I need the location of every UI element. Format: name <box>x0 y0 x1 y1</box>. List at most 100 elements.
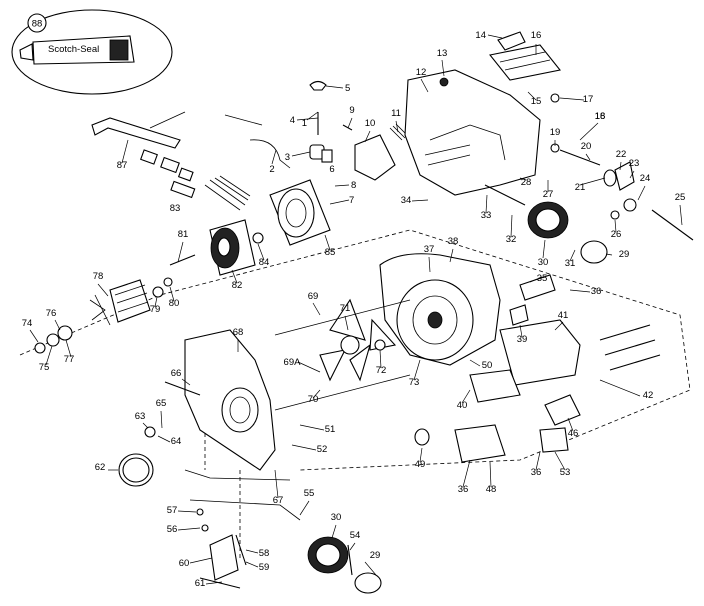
part-number-24: 24 <box>640 173 651 184</box>
leader-line <box>97 283 109 297</box>
part-number-12: 12 <box>416 67 427 78</box>
leader-line <box>605 253 613 256</box>
leader-line <box>489 461 492 488</box>
bracket-35 <box>519 274 556 301</box>
leader-line <box>331 524 337 539</box>
nut-72 <box>374 339 386 351</box>
leader-line <box>169 286 175 302</box>
part-number-51: 51 <box>325 424 336 435</box>
clip-57 <box>196 508 204 516</box>
leader-line <box>160 410 163 429</box>
part-number-14: 14 <box>475 30 486 41</box>
upper-housing <box>404 69 541 196</box>
switch-parts <box>309 80 409 181</box>
wheel-30-front-hub <box>315 543 341 567</box>
rod-33 <box>484 184 526 206</box>
leader-line <box>271 149 277 165</box>
part-number-31: 31 <box>565 258 576 269</box>
part-number-61: 61 <box>195 578 206 589</box>
leader-line <box>527 91 537 101</box>
part-number-60: 60 <box>179 558 190 569</box>
bolt-25 <box>651 209 694 241</box>
part-number-64: 64 <box>171 436 182 447</box>
leader-line <box>154 296 158 308</box>
callout-badge-text: 88 <box>32 19 43 30</box>
part-number-83: 83 <box>170 203 181 214</box>
part-number-11: 11 <box>391 108 401 119</box>
tube-cap <box>19 43 34 61</box>
part-number-29b: 29 <box>370 550 381 561</box>
part-number-48: 48 <box>486 484 497 495</box>
sealant-tube: Scotch-Seal <box>19 35 135 65</box>
armature-core <box>109 279 151 323</box>
part-number-28: 28 <box>521 177 532 188</box>
part-number-42: 42 <box>643 390 654 401</box>
leader-line <box>529 276 543 283</box>
part-number-50: 50 <box>482 360 493 371</box>
rear-wheel <box>527 201 608 264</box>
fan-guide-top <box>274 299 411 336</box>
leader-line <box>231 269 238 284</box>
part-number-59: 59 <box>259 562 270 573</box>
part-number-17: 17 <box>583 94 594 105</box>
part-number-46: 46 <box>568 428 579 439</box>
cord-lead <box>249 139 291 169</box>
housing-vents <box>424 144 471 166</box>
grommet-d <box>170 180 196 199</box>
part-number-79: 79 <box>150 304 161 315</box>
leader-line <box>177 527 201 531</box>
bracket-39 <box>509 304 529 326</box>
tube-label: Scotch-Seal <box>48 44 99 55</box>
housing-rib <box>429 124 506 161</box>
cover-parts <box>489 31 561 103</box>
leader-line <box>291 444 317 451</box>
leader-line <box>245 549 259 554</box>
leader-line <box>413 359 421 381</box>
part-number-1: 1 <box>302 118 307 129</box>
plate-16 <box>489 44 561 81</box>
part-number-9: 9 <box>349 105 354 116</box>
leader-line <box>65 339 72 358</box>
part-number-4: 4 <box>290 115 295 126</box>
tube-body <box>32 35 135 65</box>
part-number-87: 87 <box>117 160 128 171</box>
leader-line <box>312 389 321 399</box>
leader-line <box>395 120 399 133</box>
leader-line <box>569 249 576 262</box>
clip-56 <box>201 524 209 532</box>
leader-line <box>419 447 423 463</box>
leader-line <box>619 161 622 171</box>
leader-line <box>462 459 471 488</box>
part-number-32: 32 <box>506 234 517 245</box>
part-number-72: 72 <box>376 365 387 376</box>
knob-49 <box>414 428 430 446</box>
belt-ring-62-inner <box>122 457 150 483</box>
leader-line <box>142 422 149 429</box>
leader-line <box>334 184 350 187</box>
part-number-52: 52 <box>317 444 328 455</box>
hubcap-29-front <box>354 572 382 594</box>
fan <box>274 298 411 411</box>
grommet-c <box>177 167 194 182</box>
leader-line <box>205 581 223 585</box>
part-number-19: 19 <box>550 127 561 138</box>
part-number-18: 18 <box>595 111 606 122</box>
leader-line <box>554 321 564 331</box>
clamp-46 <box>544 394 581 426</box>
housing-shell <box>404 69 541 196</box>
leader-line <box>177 241 184 263</box>
part-number-35: 35 <box>537 273 548 284</box>
hubcap-29 <box>580 240 608 264</box>
leader-line <box>157 435 171 443</box>
part-number-16a: 16 <box>531 30 542 41</box>
rod-66 <box>164 381 201 396</box>
armature-fan <box>89 294 111 326</box>
part-number-36c: 36 <box>531 467 542 478</box>
leader-line <box>614 219 617 233</box>
part-number-67: 67 <box>273 495 284 506</box>
washer-80 <box>163 277 173 287</box>
front-wheel <box>307 536 382 594</box>
front-housing-port <box>221 387 259 433</box>
knob-63 <box>144 426 156 438</box>
